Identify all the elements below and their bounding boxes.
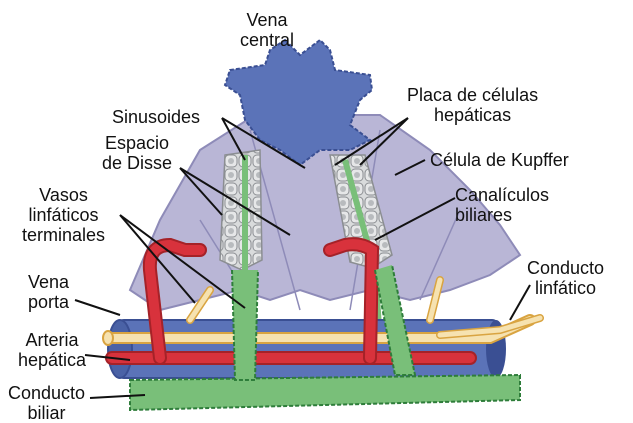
label-conducto-linfatico: Conducto linfático bbox=[527, 258, 604, 298]
label-placa-celulas: Placa de células hepáticas bbox=[407, 85, 538, 125]
label-vena-porta: Vena porta bbox=[28, 272, 69, 312]
label-sinusoides: Sinusoides bbox=[112, 107, 200, 127]
label-conducto-biliar: Conducto biliar bbox=[8, 383, 85, 423]
label-arteria-hepatica: Arteria hepática bbox=[18, 330, 86, 370]
label-vena-central: Vena central bbox=[240, 10, 294, 50]
portal-vein bbox=[108, 320, 506, 378]
label-celula-kupffer: Célula de Kupffer bbox=[430, 150, 569, 170]
label-vasos-linfaticos: Vasos linfáticos terminales bbox=[22, 185, 105, 245]
label-canaliculos-biliares: Canalículos biliares bbox=[455, 185, 549, 225]
label-espacio-disse: Espacio de Disse bbox=[102, 133, 172, 173]
